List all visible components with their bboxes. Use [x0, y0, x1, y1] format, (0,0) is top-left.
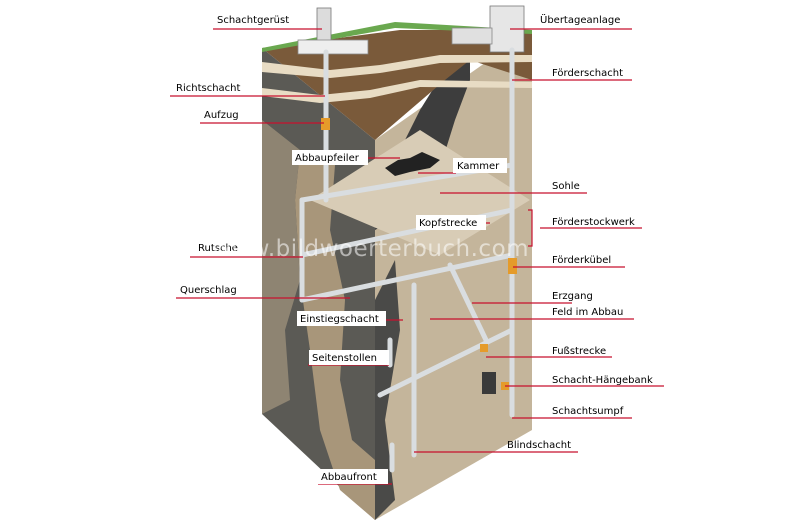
label-foerderkuebel: Förderkübel — [552, 255, 611, 266]
label-abbaupfeiler: Abbaupfeiler — [295, 153, 360, 164]
front-face-rock-band — [295, 150, 375, 520]
erzgang-incline — [447, 262, 489, 343]
label-schachtgeruest: Schachtgerüst — [217, 15, 289, 26]
watermark: www.bildwoerterbuch.com — [212, 236, 529, 262]
fussstrecke-skip — [480, 344, 488, 352]
label-fussstrecke: Fußstrecke — [552, 346, 606, 357]
label-kammer: Kammer — [457, 161, 500, 172]
label-feld-im-abbau: Feld im Abbau — [552, 307, 623, 318]
label-sohle: Sohle — [552, 181, 580, 192]
label-schacht-haengebank: Schacht-Hängebank — [552, 375, 653, 386]
strata-band-light — [262, 55, 532, 78]
front-face-rock-light — [262, 120, 300, 414]
headframe-building — [297, 39, 369, 55]
ore-bin — [482, 372, 496, 394]
label-abbaufront: Abbaufront — [321, 472, 377, 483]
querschlag-gallery — [299, 252, 515, 303]
label-seitenstollen: Seitenstollen — [312, 353, 377, 364]
box-kammer — [453, 158, 507, 173]
label-einstiegschacht: Einstiegschacht — [300, 314, 379, 325]
aufzug-cage — [321, 118, 330, 130]
surface-plant-annex — [451, 27, 493, 45]
label-querschlag: Querschlag — [180, 285, 237, 296]
strata-band-light-2 — [262, 80, 532, 103]
label-schachtsumpf: Schachtsumpf — [552, 406, 624, 417]
label-rutsche: Rutsche — [198, 243, 238, 254]
label-kopfstrecke: Kopfstrecke — [419, 218, 477, 229]
box-abbaupfeiler — [292, 150, 368, 165]
bracket-foerderstockwerk — [528, 209, 533, 247]
label-boxes — [292, 150, 507, 484]
label-foerderschacht: Förderschacht — [552, 68, 623, 79]
box-kopfstrecke — [416, 215, 486, 230]
label-foerderstockwerk: Förderstockwerk — [552, 217, 635, 228]
label-blindschacht: Blindschacht — [507, 440, 571, 451]
box-einstiegschacht — [297, 311, 386, 326]
box-abbaufront — [318, 469, 388, 484]
label-uebertageanlage: Übertageanlage — [540, 13, 620, 26]
labels: Schachtgerüst Übertageanlage Richtschach… — [176, 13, 653, 483]
leader-lines — [170, 28, 664, 485]
abbaupfeiler-pillars — [385, 152, 440, 176]
box-seitenstollen — [309, 350, 389, 365]
fussstrecke-gallery — [377, 327, 515, 398]
label-richtschacht: Richtschacht — [176, 83, 240, 94]
foerderkuebel-skip — [508, 258, 517, 274]
label-erzgang: Erzgang — [552, 291, 593, 302]
label-aufzug: Aufzug — [204, 110, 239, 121]
